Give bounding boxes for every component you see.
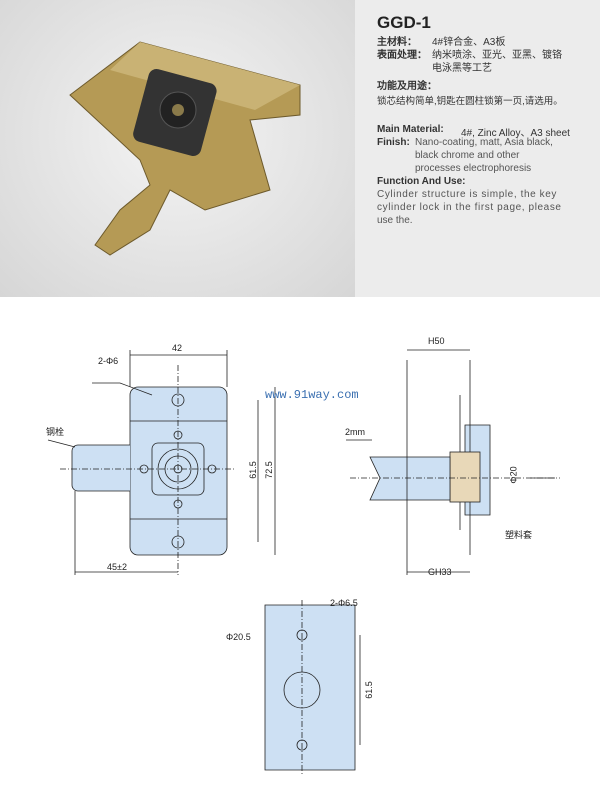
cn-finish: 纳米喷涂、亚光、亚黑、镀铬 (432, 50, 562, 61)
cn-finish-label: 表面处理： (377, 50, 427, 61)
en-use-label: Function And Use: (377, 176, 466, 187)
dim-cutout-holes: 2-Φ6.5 (330, 598, 358, 608)
cn-material-label: 主材料： (377, 37, 417, 48)
dim-gh: GH33 (428, 567, 452, 577)
dim-holes: 2-Φ6 (98, 356, 119, 366)
en-use-1: Cylinder structure is simple, the key (377, 189, 558, 200)
en-finish-3: processes electrophoresis (415, 163, 532, 174)
panel-cutout (264, 600, 361, 775)
dim-depth: H50 (428, 336, 445, 346)
en-material: 4#, Zinc Alloy、A3 sheet (461, 128, 570, 139)
cn-material: 4#锌合金、A3板 (432, 37, 506, 48)
model-title: GGD-1 (377, 13, 431, 32)
en-material-label: Main Material: (377, 124, 444, 135)
product-photo (0, 0, 355, 297)
en-finish-label: Finish: (377, 137, 410, 148)
label-bolt: 钢栓 (46, 427, 65, 437)
en-finish-1: Nano-coating, matt, Asia black, (415, 137, 553, 148)
dim-travel: 2mm (345, 427, 365, 437)
dim-cutout-pitch: 61.5 (363, 681, 374, 699)
label-sleeve: 塑料套 (505, 530, 533, 540)
lock-photo-illustration (69, 41, 301, 256)
dim-offset: 45±2 (107, 562, 127, 572)
dim-hole-pitch: 61.5 (247, 461, 258, 479)
en-finish-2: black chrome and other (415, 150, 520, 161)
dim-height: 72.5 (263, 461, 274, 479)
side-view (346, 349, 560, 575)
cn-use-label: 功能及用途： (377, 81, 437, 92)
cn-use: 锁芯结构简单,钥匙在圆柱锁第一页,请选用。 (377, 96, 563, 107)
front-view (47, 350, 276, 575)
dim-diameter: Φ20 (508, 466, 519, 484)
dim-bore: Φ20.5 (226, 632, 251, 642)
spec-panel: GGD-1 主材料： 4#锌合金、A3板 表面处理： 纳米喷涂、亚光、亚黑、镀铬… (355, 0, 600, 297)
en-use-3: use the. (377, 215, 413, 226)
dim-width: 42 (172, 343, 183, 353)
technical-drawings (47, 349, 560, 775)
watermark: www.91way.com (265, 388, 359, 402)
en-use-2: cylinder lock in the first page, please (377, 202, 562, 213)
cn-finish-2: 电泳黑等工艺 (432, 63, 492, 74)
